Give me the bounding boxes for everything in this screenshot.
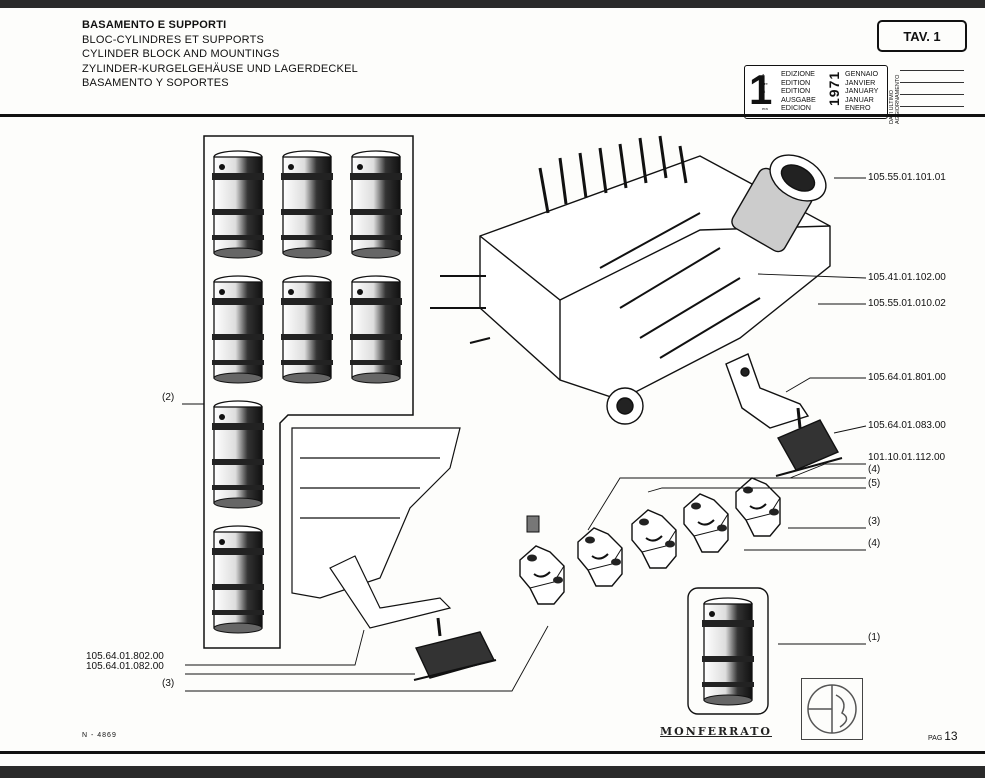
title-english: CYLINDER BLOCK AND MOUNTINGS bbox=[82, 48, 280, 61]
part-label: 105.64.01.802.00 bbox=[86, 651, 164, 662]
part-label: (2) bbox=[162, 392, 175, 403]
update-line bbox=[900, 94, 964, 95]
part-label: 105.55.01.010.02 bbox=[868, 298, 946, 309]
single-liner-frame bbox=[687, 587, 769, 715]
drawing-code: N - 4869 bbox=[82, 732, 117, 739]
brand-name: MONFERRATO bbox=[660, 725, 772, 738]
dowel-pin bbox=[526, 515, 540, 533]
part-label: (3) bbox=[162, 678, 175, 689]
update-line bbox=[900, 82, 964, 83]
part-label: (4) bbox=[868, 464, 881, 475]
part-label: (5) bbox=[868, 478, 881, 489]
part-label: 105.41.01.102.00 bbox=[868, 272, 946, 283]
header-rule bbox=[0, 114, 985, 117]
edition-label: EDITION bbox=[781, 86, 811, 96]
month-label: ENERO bbox=[845, 103, 871, 113]
main-bearing-caps bbox=[519, 477, 781, 605]
ordinal: ère bbox=[762, 80, 768, 86]
leader-lines bbox=[182, 177, 867, 692]
edition-label: AUSGABE bbox=[781, 94, 816, 104]
title-french: BLOC-CYLINDRES ET SUPPORTS bbox=[82, 33, 265, 46]
rubber-mount-right bbox=[775, 407, 843, 477]
cylinder-liner-single bbox=[701, 597, 755, 706]
manufacturer-logo bbox=[801, 678, 863, 740]
update-lines bbox=[900, 70, 964, 118]
part-label: 105.55.01.101.01 bbox=[868, 172, 946, 183]
ordinal: e bbox=[762, 97, 765, 103]
part-label: 105.64.01.082.00 bbox=[86, 661, 164, 672]
liners-frame bbox=[203, 135, 414, 649]
month-label: JANUAR bbox=[845, 94, 874, 104]
engine-mount-bracket-right bbox=[725, 353, 810, 429]
month-label: JANVIER bbox=[845, 77, 876, 87]
edition-labels: EDIZIONE EDITION EDITION AUSGABE EDICION bbox=[781, 69, 816, 113]
page-prefix: PAG bbox=[928, 735, 943, 742]
part-label: (4) bbox=[868, 538, 881, 549]
title-italian: BASAMENTO E SUPPORTI bbox=[82, 19, 227, 31]
page-titles: BASAMENTO E SUPPORTI BLOC-CYLINDRES ET S… bbox=[82, 18, 358, 91]
part-label: (3) bbox=[868, 516, 881, 527]
cylinder-block bbox=[430, 135, 831, 425]
edition-months: GENNAIO JANVIER JANUARY JANUAR ENERO bbox=[845, 69, 879, 113]
ordinal: era bbox=[762, 106, 768, 112]
cylinder-block-partial bbox=[291, 427, 461, 629]
page-number: PAG 13 bbox=[928, 729, 958, 743]
part-label: 101.10.01.112.00 bbox=[868, 452, 946, 463]
update-line bbox=[900, 70, 964, 71]
catalog-page: BASAMENTO E SUPPORTI BLOC-CYLINDRES ET S… bbox=[0, 8, 985, 766]
title-spanish: BASAMENTO Y SOPORTES bbox=[82, 77, 229, 90]
edition-label: EDIZIONE bbox=[781, 69, 815, 78]
part-label: 105.64.01.083.00 bbox=[868, 420, 946, 431]
edition-label: EDITION bbox=[781, 77, 811, 87]
edition-box: 1 a ère st e era EDIZIONE EDITION EDITIO… bbox=[744, 65, 888, 119]
edition-number: 1 bbox=[749, 66, 773, 113]
ordinal: st bbox=[762, 89, 766, 95]
ordinal: a bbox=[762, 72, 765, 77]
title-german: ZYLINDER-KURGELGEHÄUSE UND LAGERDECKEL bbox=[82, 62, 358, 75]
table-number-box: TAV. 1 bbox=[877, 20, 967, 52]
part-label: (1) bbox=[868, 632, 881, 643]
part-label: 105.64.01.801.00 bbox=[868, 372, 946, 383]
page-number-value: 13 bbox=[944, 729, 958, 743]
edition-label: EDICION bbox=[781, 103, 811, 113]
update-line bbox=[900, 106, 964, 107]
edition-ordinals: a ère st e era bbox=[762, 71, 768, 114]
month-label: JANUARY bbox=[845, 86, 879, 96]
month-label: GENNAIO bbox=[845, 69, 879, 78]
footer-rule bbox=[0, 751, 985, 754]
rubber-mount-left bbox=[413, 617, 497, 681]
exploded-parts-diagram bbox=[182, 135, 867, 715]
